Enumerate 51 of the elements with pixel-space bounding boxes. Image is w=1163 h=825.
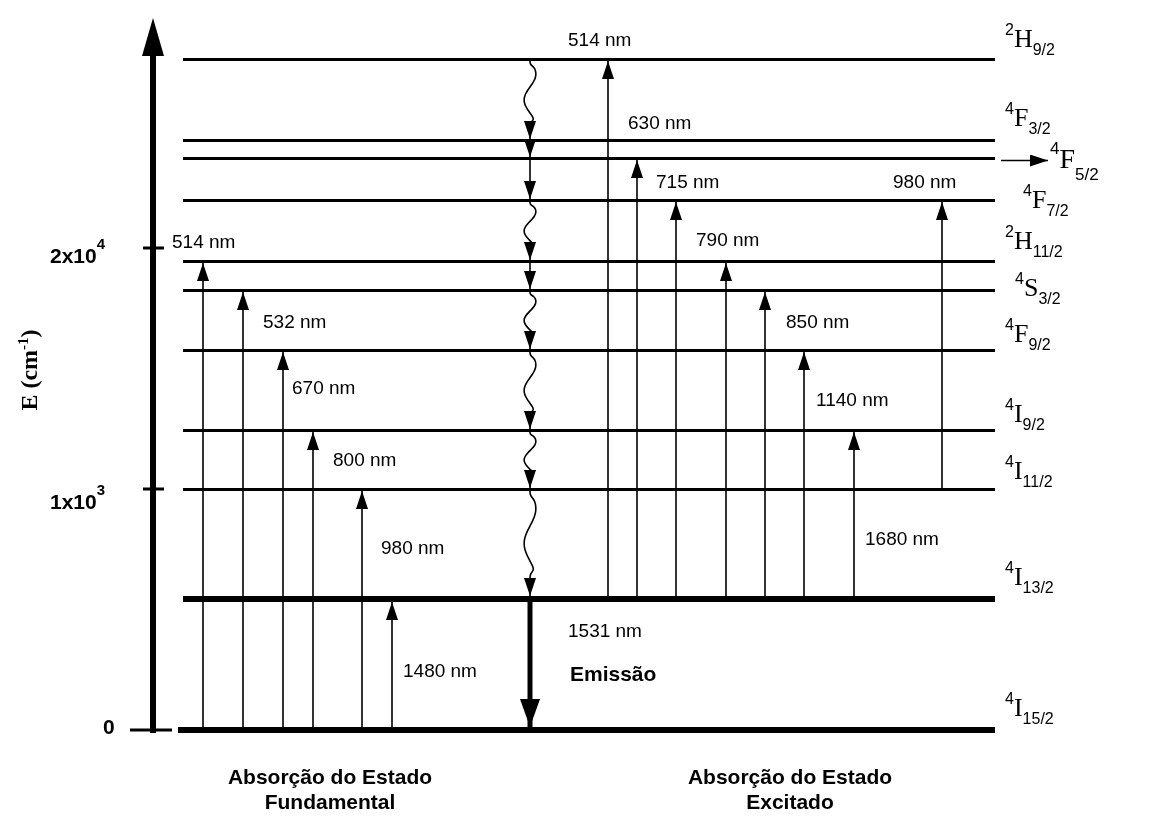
- energy-level-line: [183, 139, 995, 142]
- arrow: [602, 60, 614, 597]
- arrow: [720, 262, 732, 597]
- wavy-arrow: [523, 490, 537, 597]
- energy-level-line: [183, 58, 995, 61]
- arrow: [356, 490, 368, 728]
- arrow: [798, 351, 810, 597]
- arrow: [520, 602, 540, 727]
- energy-level-line: [183, 260, 995, 263]
- term-label: $^{2}$H$_{9/2}$: [1005, 22, 1055, 58]
- arrow: [237, 291, 249, 728]
- term-label: $^{4}$S$_{3/2}$: [1015, 271, 1061, 307]
- arrow: [386, 601, 398, 728]
- wavy-arrow: [523, 431, 537, 489]
- arrow: [848, 431, 860, 597]
- term-label: $^{4}$I$_{11/2}$: [1005, 454, 1053, 490]
- energy-level-line: [183, 488, 995, 491]
- tick-label: 2x10$^{4}$: [50, 236, 106, 266]
- term-label: $^{4}$F$_{5/2}$: [1050, 140, 1099, 183]
- section-heading: Absorção do Estado Excitado: [686, 764, 894, 815]
- arrow: [759, 291, 771, 597]
- energy-level-line: [183, 157, 995, 160]
- term-label: $^{4}$I$_{15/2}$: [1005, 691, 1054, 727]
- term-label: $^{4}$F$_{9/2}$: [1005, 317, 1051, 353]
- energy-level-line: [183, 349, 995, 352]
- wavy-arrow: [523, 291, 537, 350]
- tick-label: 0: [103, 716, 115, 737]
- arrow: [936, 201, 948, 489]
- tick-label: 1x10$^{3}$: [50, 482, 106, 512]
- term-label: $^{2}$H$_{11/2}$: [1005, 224, 1063, 260]
- term-label: $^{4}$I$_{9/2}$: [1005, 397, 1045, 433]
- energy-level-line: [183, 289, 995, 292]
- arrow: [277, 351, 289, 728]
- arrow: [670, 201, 682, 597]
- section-heading: Absorção do Estado Fundamental: [226, 764, 434, 815]
- arrow: [524, 262, 536, 290]
- wavy-arrow: [523, 60, 537, 140]
- term-label: $^{4}$F$_{7/2}$: [1023, 183, 1069, 219]
- wavy-arrow: [523, 201, 537, 261]
- term-label: $^{4}$I$_{13/2}$: [1005, 560, 1054, 596]
- energy-level-line: [183, 429, 995, 432]
- wavy-arrow: [523, 351, 537, 430]
- arrow: [197, 262, 209, 728]
- energy-level-line: [183, 199, 995, 202]
- arrow: [307, 431, 319, 728]
- arrow: [524, 159, 536, 200]
- emission-label: Emissão: [570, 661, 657, 687]
- arrow: [631, 159, 643, 597]
- arrow: [524, 139, 536, 158]
- term-label: $^{4}$F$_{3/2}$: [1005, 101, 1051, 137]
- arrow: [1000, 154, 1049, 167]
